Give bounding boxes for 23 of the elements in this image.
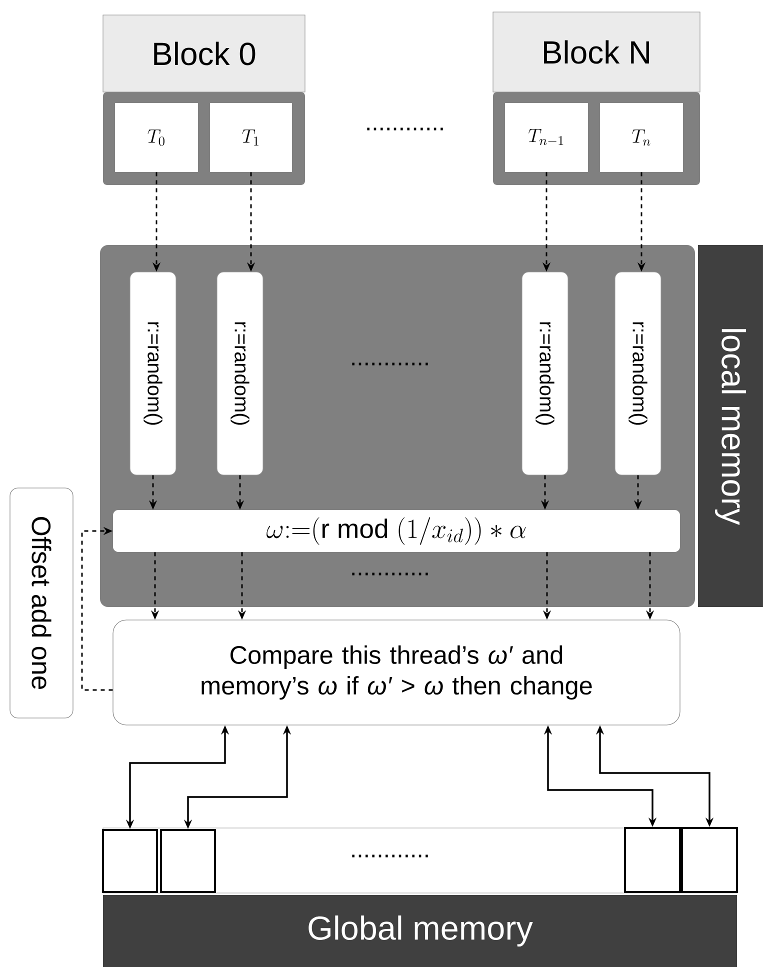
formula-box: $\omega{:=}(\mathrm{r\ mod\ }(1/x_{id}))*\alpha$: [113, 510, 680, 552]
node-label: Block 0: [154, 42, 256, 66]
memory-cell: [624, 827, 681, 893]
node-label: local memory: [714, 329, 746, 525]
thread-box: $T_{1}$: [210, 103, 292, 172]
ellipsis-dots: ............: [367, 128, 443, 130]
process-box: r:=random(): [522, 272, 568, 476]
memory-cell: [681, 827, 738, 893]
ellipsis-dots: ............: [352, 362, 428, 366]
ellipsis-dots: ............: [352, 854, 428, 858]
offset-box: Offset add one: [10, 488, 74, 718]
process-box: r:=random(): [614, 272, 662, 476]
thread-box: $T_{0}$: [115, 103, 198, 172]
thread-box: $T_{n}$: [600, 103, 683, 172]
ellipsis-dots: ............: [352, 572, 428, 576]
memory-cell: [102, 829, 158, 893]
arrow: [81, 526, 113, 691]
memory-cell: [160, 829, 216, 893]
node-label: Block N: [544, 40, 649, 64]
process-box: r:=random(): [130, 272, 176, 476]
compare-box: Compare this thread’s ω′ and memory’s ω if ω′ > ω then change: [112, 620, 680, 726]
thread-box: $T_{n-1}$: [505, 103, 588, 172]
process-box: r:=random(): [216, 272, 264, 476]
